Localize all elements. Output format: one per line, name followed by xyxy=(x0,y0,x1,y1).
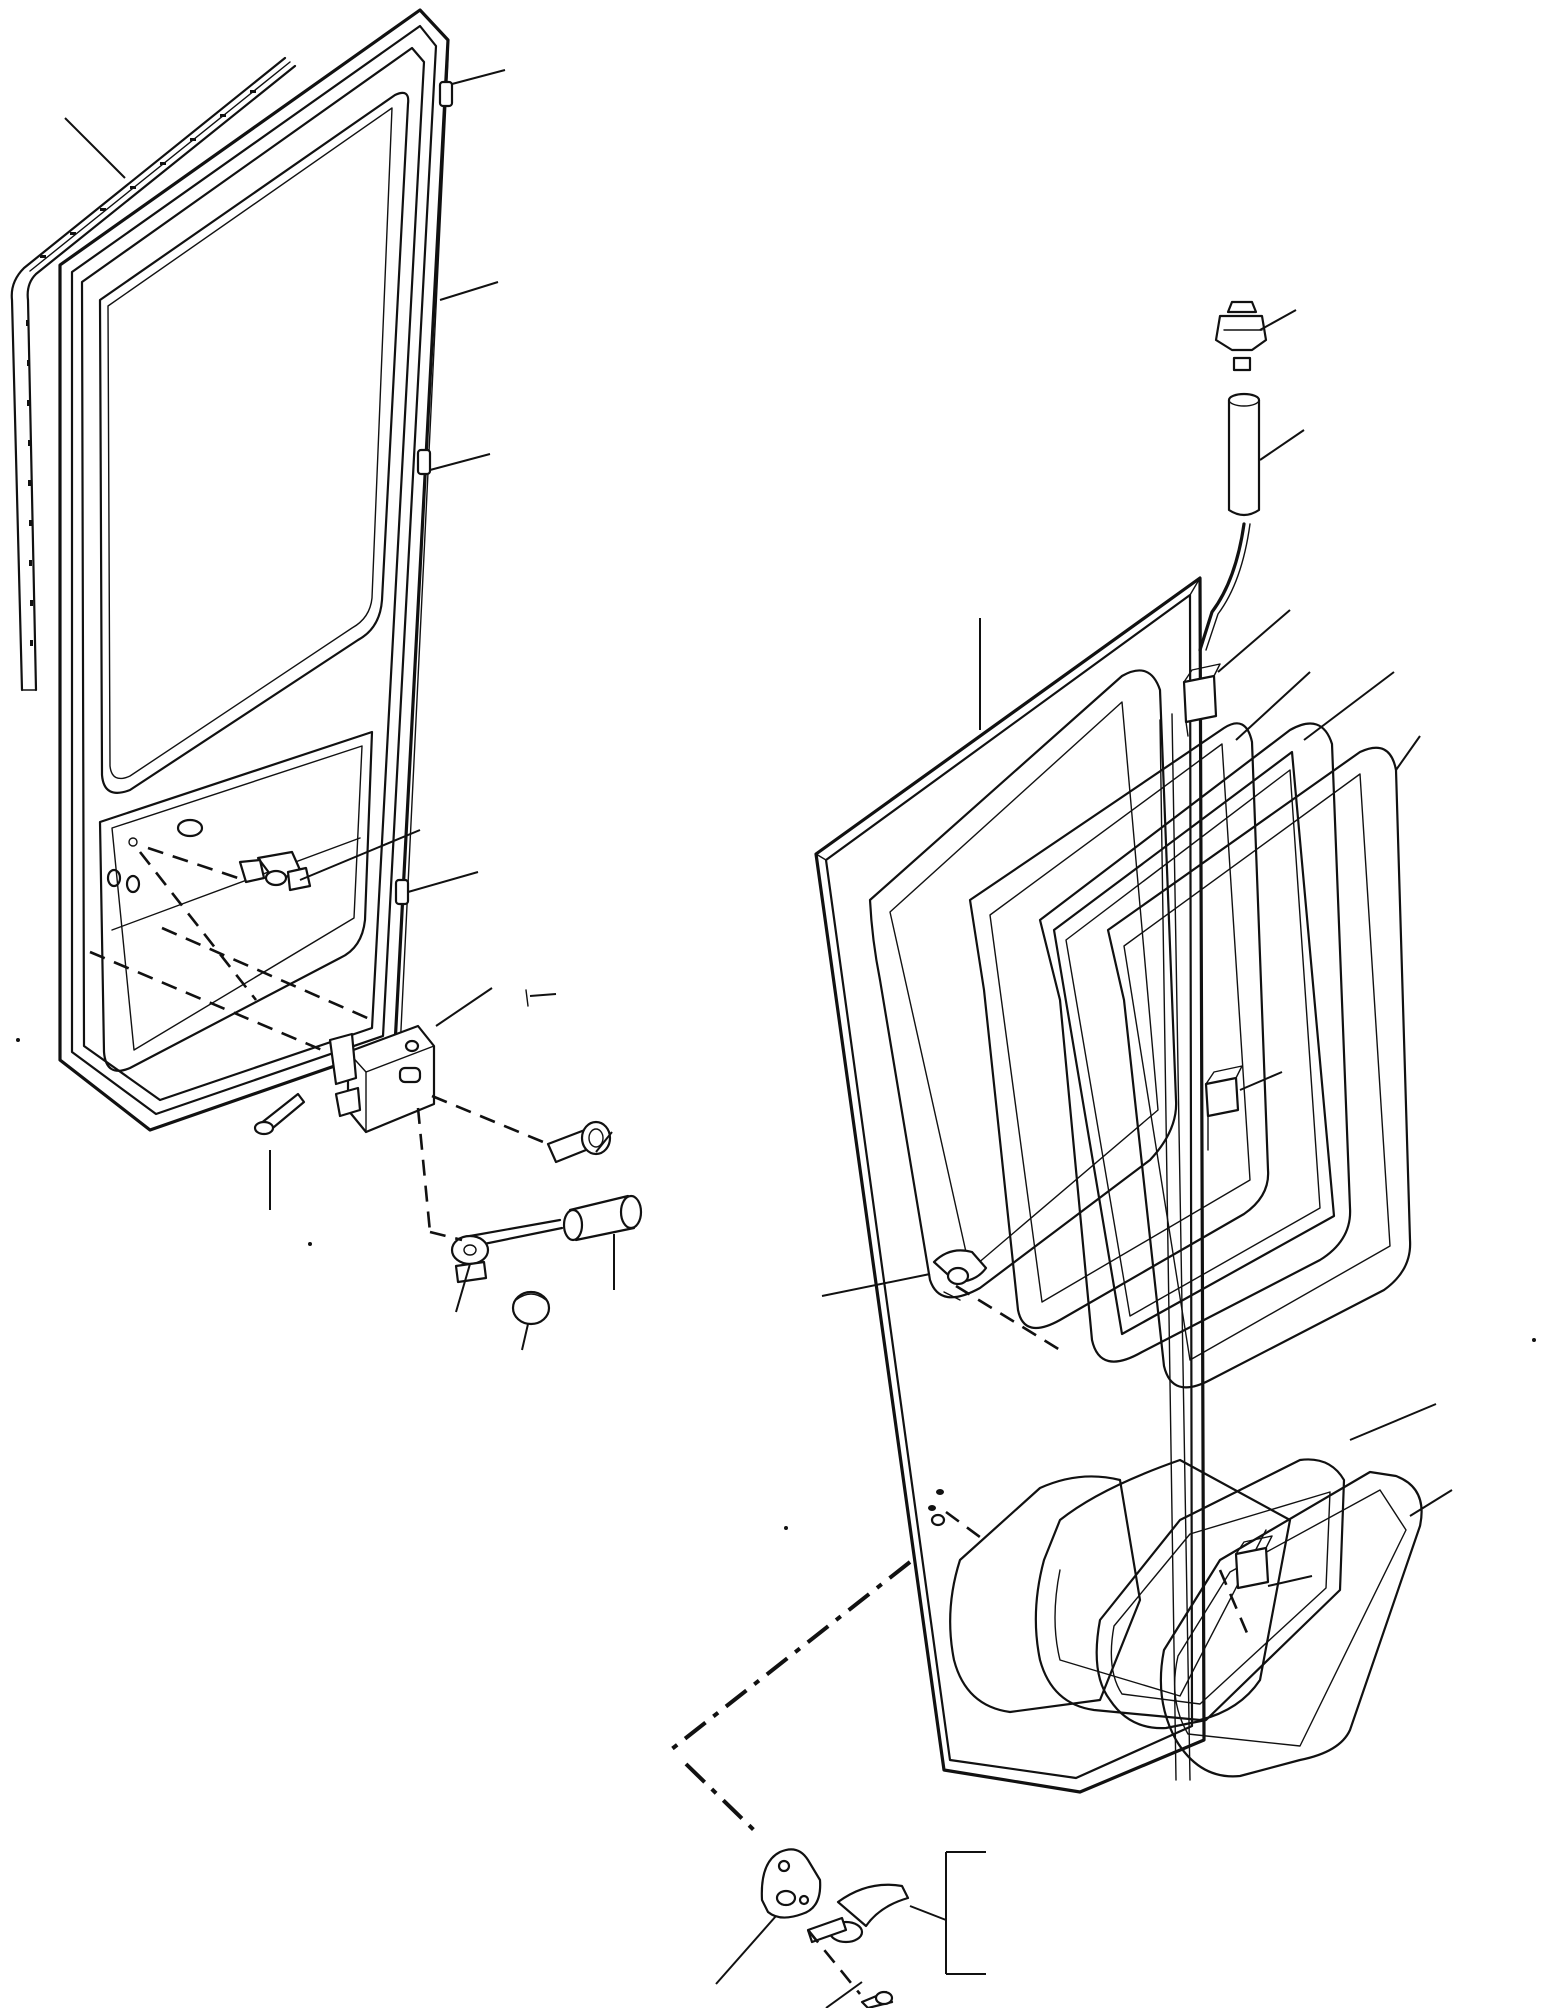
assembly-line-right xyxy=(666,1284,1252,1995)
lower-glass-frame-1 xyxy=(949,1475,1142,1714)
cap-nut xyxy=(511,1290,551,1326)
hinge-rod xyxy=(1159,713,1191,1781)
window-back-panel xyxy=(814,576,1206,1794)
lock-cylinder xyxy=(562,1194,643,1242)
weatherstrip-seal xyxy=(10,56,297,692)
lower-glass-frame-2 xyxy=(1034,1458,1292,1722)
wing-nut xyxy=(238,850,312,892)
catch-lever xyxy=(450,1218,564,1284)
glass-frame-2 xyxy=(968,722,1270,1330)
middle-hinge-bracket xyxy=(1204,1065,1243,1151)
bolt xyxy=(546,1120,612,1164)
panel-holes xyxy=(928,1489,946,1527)
window-latch-clip xyxy=(932,1249,988,1301)
hinge-pin xyxy=(1227,392,1261,517)
glass-frame-1 xyxy=(868,669,1178,1299)
door-lower-panel xyxy=(98,730,374,1072)
lower-hinge-bracket xyxy=(1234,1535,1273,1590)
assembly-line-left xyxy=(89,846,549,1242)
door-upper-window xyxy=(98,91,410,794)
screw xyxy=(253,1092,306,1136)
grease-fitting xyxy=(1214,300,1268,372)
latch-handle xyxy=(806,1883,910,1944)
callout-leaders-right xyxy=(715,309,1453,2009)
latch-screw xyxy=(860,1990,894,2010)
latch-plate xyxy=(760,1848,822,1919)
glass-frame-3 xyxy=(1038,722,1352,1363)
hinge-pin-lanyard xyxy=(1198,522,1251,652)
callout-leaders-left xyxy=(64,69,615,1351)
lower-glass-frame-4 xyxy=(1159,1470,1423,1778)
lower-glass-frame-3 xyxy=(1095,1458,1346,1730)
stray-marks xyxy=(16,989,1536,1530)
lock-block xyxy=(328,1024,436,1134)
upper-hinge-bracket xyxy=(1182,663,1221,737)
